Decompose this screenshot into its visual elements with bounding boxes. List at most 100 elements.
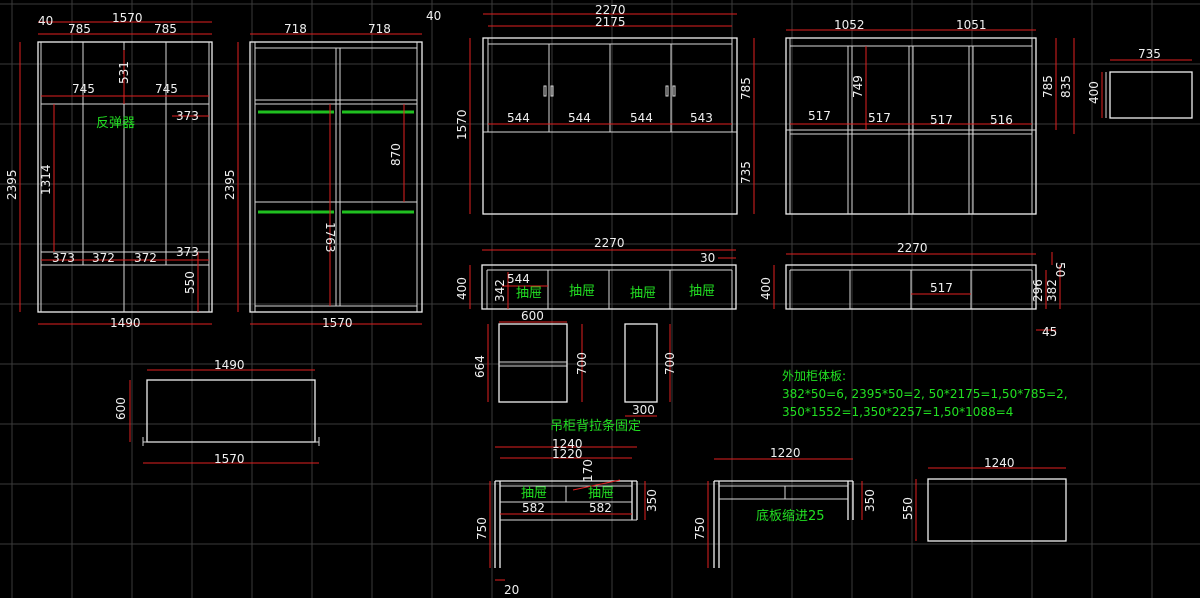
dim-tv-total: 2270 bbox=[897, 241, 928, 255]
dim-sb-door-1: 544 bbox=[507, 111, 530, 125]
dim-sb-lower: 735 bbox=[739, 161, 753, 184]
sideboard-front-elevation: 2270 2175 1570 785 735 544 544 544 543 bbox=[455, 3, 755, 215]
label-desk-drawer-2: 抽屉 bbox=[588, 486, 614, 501]
dim-sb-door-3: 544 bbox=[630, 111, 653, 125]
dim-tv-top-thick: 50 bbox=[1053, 262, 1067, 277]
wardrobe-door-elevation: 718 718 40 2395 870 1763 1570 bbox=[223, 9, 441, 330]
dim-upper-height: 531 bbox=[117, 61, 131, 84]
dim-sb-upper: 785 bbox=[739, 77, 753, 100]
small-top-view: 735 400 bbox=[1087, 47, 1193, 119]
dim-wc-side-w: 300 bbox=[632, 403, 655, 417]
dim-sb2-top-right: 1051 bbox=[956, 18, 987, 32]
dim-small-width: 735 bbox=[1138, 47, 1161, 61]
dim-dr-drawer-h: 342 bbox=[493, 279, 507, 302]
dim-desk-height: 750 bbox=[475, 517, 489, 540]
dim-lower-3: 372 bbox=[134, 251, 157, 265]
dim-mid-height: 1314 bbox=[39, 164, 53, 195]
dim-wc-width: 600 bbox=[521, 309, 544, 323]
dim-desk-d-right: 582 bbox=[589, 501, 612, 515]
extra-panels-line-3: 350*1552=1,350*2257=1,50*1088=4 bbox=[782, 405, 1013, 419]
dim-sb2-w2: 517 bbox=[868, 111, 891, 125]
sideboard-open-elevation: 1052 1051 785 835 749 517 517 517 516 bbox=[785, 18, 1075, 215]
dim-sb-door-2: 544 bbox=[568, 111, 591, 125]
dim-desk-inner: 1220 bbox=[552, 447, 583, 461]
dim-dr-total: 2270 bbox=[594, 236, 625, 250]
wall-cabinet: 600 664 700 700 300 吊柜背拉条固定 bbox=[473, 309, 677, 434]
dim-mid-right: 373 bbox=[176, 109, 199, 123]
dim-tv-height: 400 bbox=[759, 277, 773, 300]
dim-lower-height: 550 bbox=[183, 271, 197, 294]
dim-sb2-w1: 517 bbox=[808, 109, 831, 123]
desk-back-elevation: 1220 350 750 底板缩进25 bbox=[693, 446, 877, 568]
extra-panels-note: 外加柜体板: 382*50=6, 2395*50=2, 50*2175=1,50… bbox=[782, 369, 1068, 419]
dim-desk-d-left: 582 bbox=[522, 501, 545, 515]
dim-sb2-upper: 785 bbox=[1041, 75, 1055, 98]
dim-plan-top: 1490 bbox=[214, 358, 245, 372]
dim-small-depth: 400 bbox=[1087, 81, 1101, 104]
dim-db-width: 1220 bbox=[770, 446, 801, 460]
dim-dr-height: 400 bbox=[455, 277, 469, 300]
dim-sb-door-4: 543 bbox=[690, 111, 713, 125]
extra-panels-title: 外加柜体板: bbox=[782, 369, 846, 383]
note-wall-cabinet: 吊柜背拉条固定 bbox=[550, 418, 641, 434]
dim-wc-height: 664 bbox=[473, 355, 487, 378]
dim-top-left: 785 bbox=[68, 22, 91, 36]
dim-top-total: 1570 bbox=[112, 11, 143, 25]
dim-side-top-left: 718 bbox=[284, 22, 307, 36]
dim-side-top-right: 718 bbox=[368, 22, 391, 36]
desk-top-view: 1240 550 bbox=[901, 456, 1067, 542]
dim-dt-depth: 550 bbox=[901, 497, 915, 520]
dim-tv-inner-w: 517 bbox=[930, 281, 953, 295]
dim-desk-total: 1240 bbox=[552, 437, 583, 451]
extra-panels-line-2: 382*50=6, 2395*50=2, 50*2175=1,50*785=2, bbox=[782, 387, 1068, 401]
drawer-unit-elevation: 2270 30 400 342 544 抽屉 抽屉 抽屉 抽屉 bbox=[455, 236, 737, 310]
dim-sb2-mid: 749 bbox=[851, 75, 865, 98]
dim-top-side: 40 bbox=[38, 14, 53, 28]
desk-front-elevation: 1240 1220 170 抽屉 抽屉 582 582 350 750 20 bbox=[475, 437, 659, 597]
dim-dt-width: 1240 bbox=[984, 456, 1015, 470]
dim-sb2-w4: 516 bbox=[990, 113, 1013, 127]
tv-unit-elevation: 2270 400 50 296 382 517 45 bbox=[759, 241, 1067, 339]
note-bottom-inset: 底板缩进25 bbox=[756, 508, 825, 524]
dim-lower-1: 373 bbox=[52, 251, 75, 265]
dim-tv-inner-h: 296 bbox=[1031, 279, 1045, 302]
dim-upper-right: 745 bbox=[155, 82, 178, 96]
dim-top-right: 785 bbox=[154, 22, 177, 36]
dim-sb2-total: 835 bbox=[1059, 75, 1073, 98]
label-drawer-4: 抽屉 bbox=[689, 284, 715, 299]
dim-side-top-side: 40 bbox=[426, 9, 441, 23]
label-drawer-1: 抽屉 bbox=[516, 286, 542, 301]
dim-dr-offset: 30 bbox=[700, 251, 715, 265]
note-rebounder: 反弹器 bbox=[96, 116, 135, 131]
dim-side-mid: 1763 bbox=[323, 222, 337, 253]
dim-sb2-w3: 517 bbox=[930, 113, 953, 127]
dim-bottom-width: 1490 bbox=[110, 316, 141, 330]
dim-sb-height: 1570 bbox=[455, 109, 469, 140]
dim-dr-drawer-w: 544 bbox=[507, 272, 530, 286]
label-drawer-3: 抽屉 bbox=[630, 286, 656, 301]
dim-height-total: 2395 bbox=[5, 169, 19, 200]
dim-desk-depth: 350 bbox=[645, 489, 659, 512]
dim-side-bottom: 1570 bbox=[322, 316, 353, 330]
dim-lower-4: 373 bbox=[176, 245, 199, 259]
dim-desk-top-h: 170 bbox=[581, 459, 595, 482]
wardrobe-front-elevation: 40 1570 785 785 745 745 531 2395 1314 37… bbox=[5, 11, 213, 330]
dim-sb2-top-left: 1052 bbox=[834, 18, 865, 32]
dim-sb-total: 2270 bbox=[595, 3, 626, 17]
dim-tv-bottom: 45 bbox=[1042, 325, 1057, 339]
dim-plan-depth: 600 bbox=[114, 397, 128, 420]
dim-tv-total-h2: 382 bbox=[1045, 279, 1059, 302]
label-desk-drawer-1: 抽屉 bbox=[521, 486, 547, 501]
dim-wc-side-h: 700 bbox=[663, 352, 677, 375]
dim-plan-bottom: 1570 bbox=[214, 452, 245, 466]
wardrobe-plan-view: 1490 600 1570 bbox=[114, 358, 320, 466]
label-drawer-2: 抽屉 bbox=[569, 284, 595, 299]
dim-desk-leg: 20 bbox=[504, 583, 519, 597]
dim-wc-inner-h: 700 bbox=[575, 352, 589, 375]
dim-sb-inner: 2175 bbox=[595, 15, 626, 29]
dim-db-height: 750 bbox=[693, 517, 707, 540]
dim-side-upper: 870 bbox=[389, 143, 403, 166]
dim-db-depth: 350 bbox=[863, 489, 877, 512]
dim-lower-2: 372 bbox=[92, 251, 115, 265]
